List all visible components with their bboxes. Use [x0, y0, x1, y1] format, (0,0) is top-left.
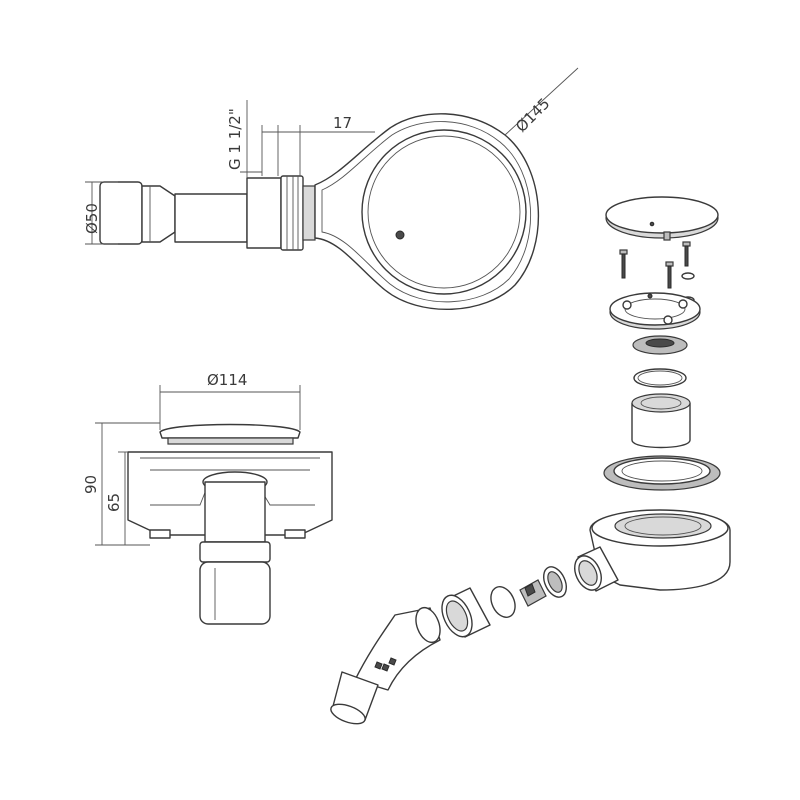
dim-cover-diameter: Ø114 — [159, 371, 301, 430]
exploded-o-ring — [633, 368, 687, 388]
exploded-seal-ring — [603, 455, 721, 491]
exploded-elbow-pipe — [330, 606, 441, 725]
top-view: Ø50 G 1 1/2" 17 Ø145 — [83, 67, 579, 311]
side-view-cover — [159, 423, 301, 445]
body-height-label: 65 — [105, 493, 123, 512]
exploded-nut — [441, 587, 491, 638]
side-view-outlet — [199, 471, 271, 625]
total-height-label: 90 — [82, 475, 100, 494]
exploded-drain-body — [574, 509, 731, 592]
exploded-valve-insert — [519, 579, 547, 607]
exploded-screws — [619, 241, 695, 304]
exploded-cover-plate — [605, 196, 719, 241]
exploded-view — [330, 196, 731, 725]
dim-thread: G 1 1/2" — [226, 100, 262, 178]
top-view-pipe — [99, 181, 248, 245]
dim-body-height: 65 — [105, 451, 128, 545]
dim-total-height: 90 — [82, 422, 160, 546]
offset-label: 17 — [333, 114, 352, 132]
side-view: Ø114 90 65 — [82, 371, 333, 625]
flange-diameter-label: Ø145 — [512, 95, 553, 136]
top-view-nut — [246, 175, 316, 251]
exploded-o-ring-2 — [490, 586, 516, 618]
exploded-outlet-ring — [542, 566, 568, 598]
exploded-strainer — [632, 335, 688, 355]
top-view-drain-body — [314, 113, 540, 311]
pipe-diameter-label: Ø50 — [83, 203, 101, 234]
exploded-trap-cup — [631, 393, 691, 449]
exploded-flange-plate — [609, 292, 701, 330]
cover-diameter-label: Ø114 — [207, 371, 247, 389]
dim-flange-diameter: Ø145 — [504, 67, 579, 136]
thread-label: G 1 1/2" — [226, 108, 244, 170]
dim-offset: 17 — [261, 114, 375, 176]
dim-pipe-diameter: Ø50 — [83, 181, 118, 245]
